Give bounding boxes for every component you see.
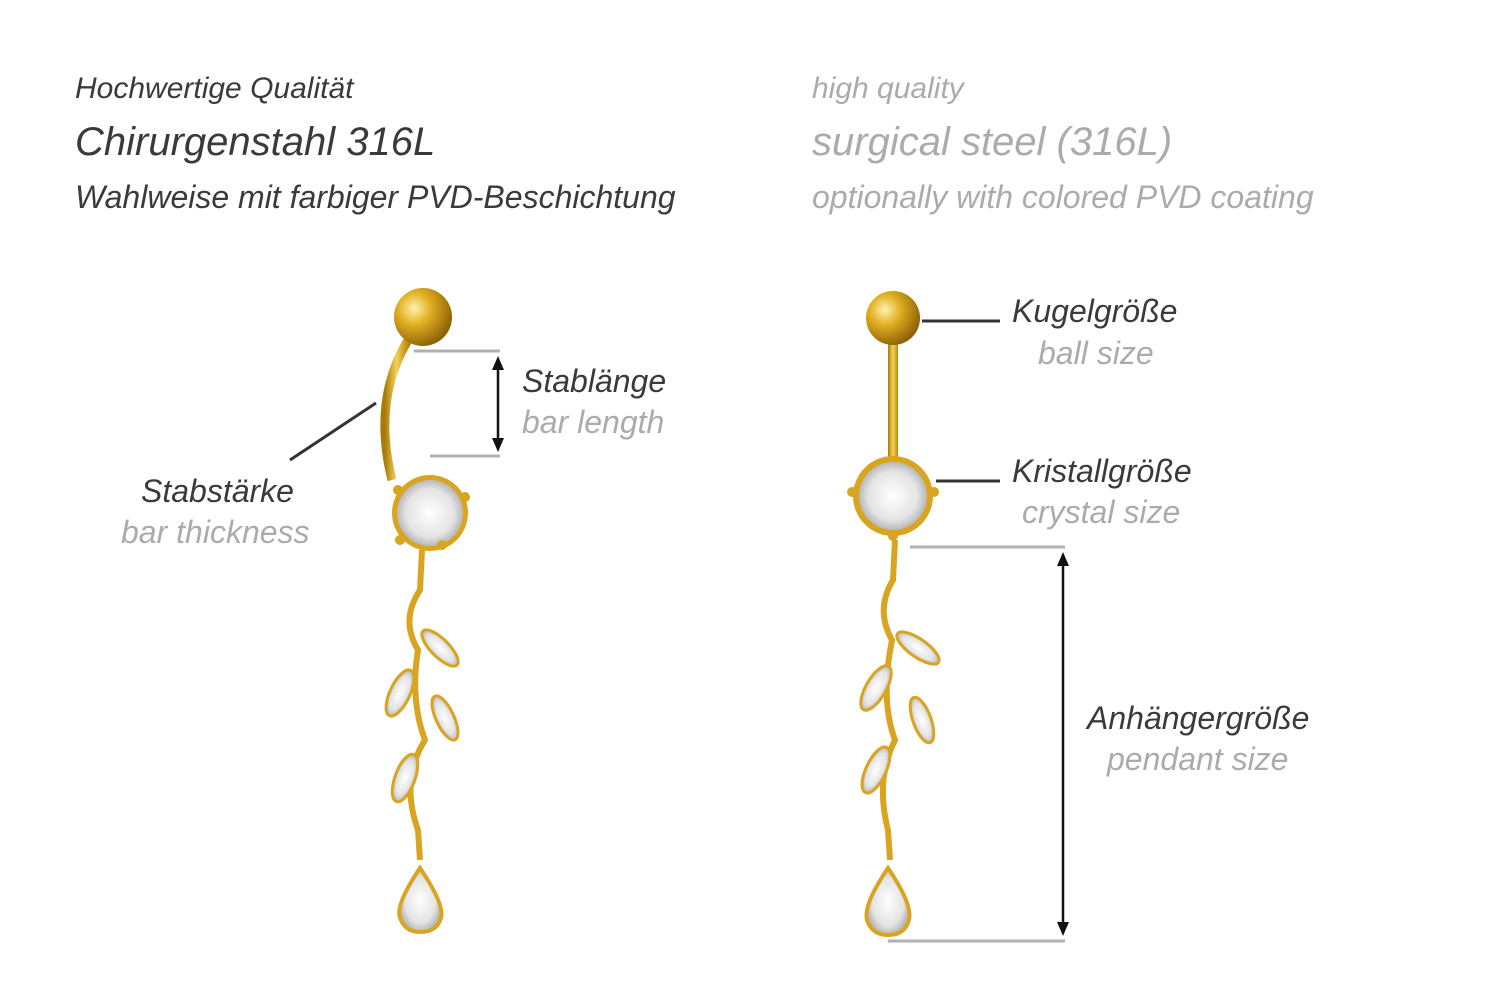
crystal-size-label-en: crystal size xyxy=(1022,494,1181,530)
header-de-material: Chirurgenstahl 316L xyxy=(75,120,436,164)
bar-thickness-label-de: Stabstärke xyxy=(141,473,294,509)
bar-length-label-de: Stablänge xyxy=(522,363,667,399)
ball-icon xyxy=(394,288,452,346)
pendant-size-label-en: pendant size xyxy=(1107,741,1289,777)
header-en-coating: optionally with colored PVD coating xyxy=(812,179,1314,215)
right-belly-ring xyxy=(847,291,941,938)
crystal-icon xyxy=(397,480,463,546)
ball-icon xyxy=(866,291,920,345)
ball-size-label-de: Kugelgröße xyxy=(1012,293,1178,329)
header-de-coating: Wahlweise mit farbiger PVD-Beschichtung xyxy=(75,179,676,215)
ball-size-label-en: ball size xyxy=(1038,335,1154,371)
bar-length-label-en: bar length xyxy=(522,404,665,440)
header-en-material: surgical steel (316L) xyxy=(812,120,1173,164)
crystal-size-label-de: Kristallgröße xyxy=(1012,453,1192,489)
header-de-quality: Hochwertige Qualität xyxy=(75,72,354,105)
crystal-icon xyxy=(859,462,927,530)
header-en-quality: high quality xyxy=(812,72,964,105)
left-belly-ring xyxy=(380,288,470,935)
bar-thickness-label-en: bar thickness xyxy=(121,514,310,550)
pendant-size-label-de: Anhängergröße xyxy=(1087,700,1310,736)
